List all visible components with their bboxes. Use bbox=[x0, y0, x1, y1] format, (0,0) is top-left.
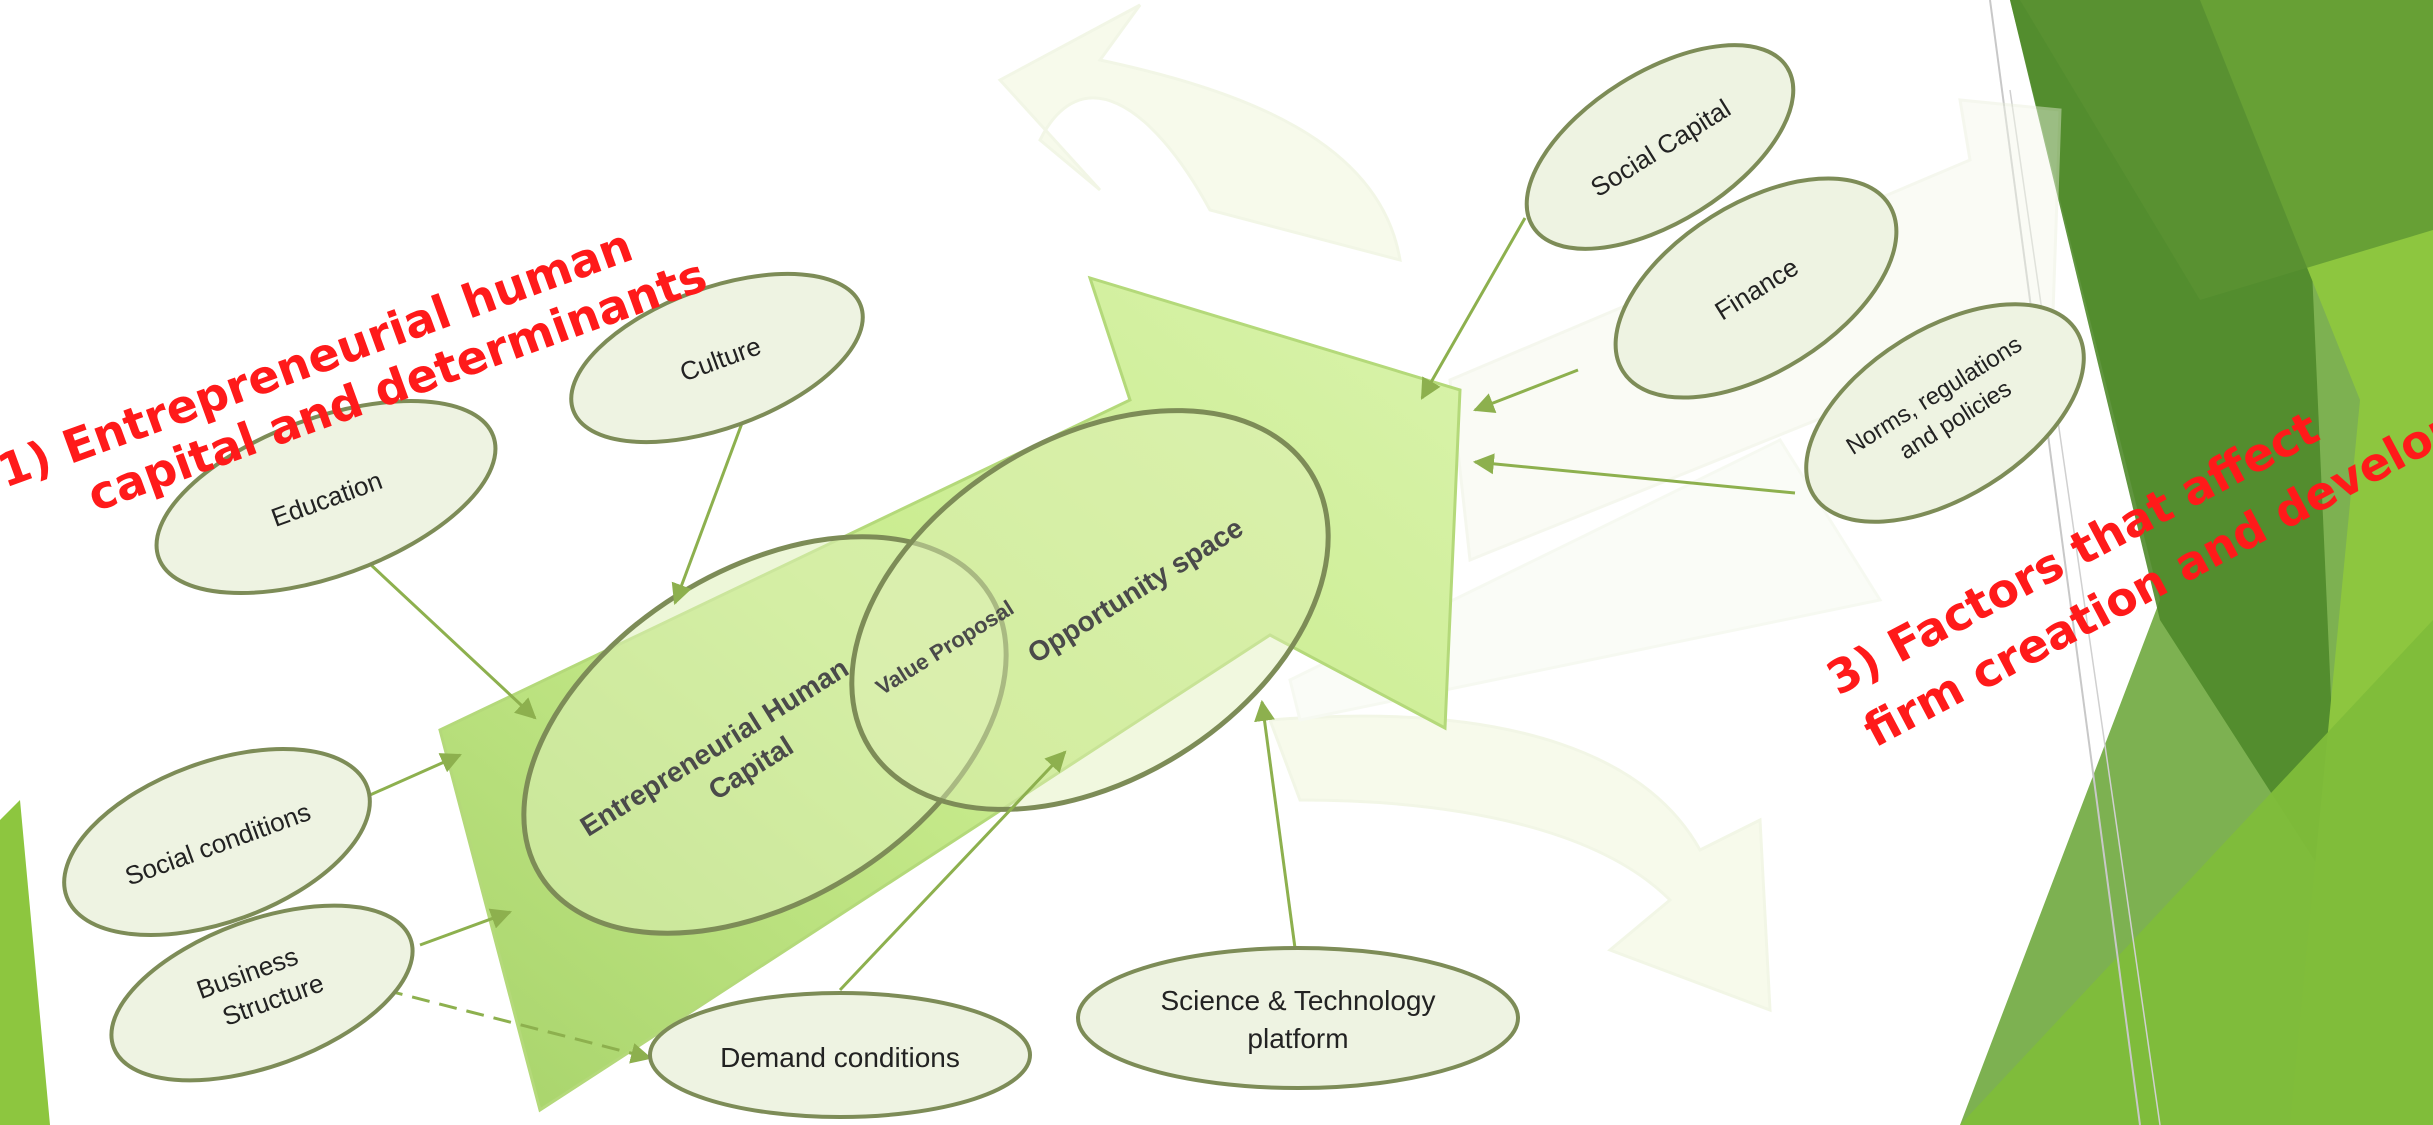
science-tech-label-2: platform bbox=[1247, 1023, 1348, 1054]
left-edge-strip bbox=[0, 800, 50, 1125]
factor-ovals bbox=[62, 43, 2086, 1119]
social-conditions-oval bbox=[62, 747, 372, 937]
science-tech-oval bbox=[1076, 946, 1520, 1090]
culture-oval bbox=[569, 271, 865, 445]
demand-conditions-oval bbox=[648, 991, 1032, 1119]
business-structure-oval bbox=[109, 903, 415, 1083]
social-capital-oval bbox=[1524, 43, 1796, 251]
education-oval bbox=[154, 398, 498, 596]
opportunity-space-oval bbox=[849, 408, 1331, 812]
decorative-green-panels bbox=[1960, 0, 2433, 1125]
connectors bbox=[353, 217, 1796, 1064]
norms-oval bbox=[1804, 302, 2086, 524]
finance-oval bbox=[1613, 176, 1899, 400]
demand-conditions-label: Demand conditions bbox=[720, 1042, 960, 1073]
science-tech-label-1: Science & Technology bbox=[1161, 985, 1436, 1016]
